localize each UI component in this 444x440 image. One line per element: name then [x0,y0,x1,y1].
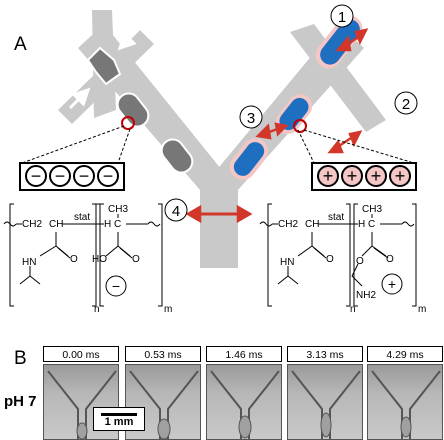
oxygen-atom: O [70,254,78,265]
droplet-right-3 [233,142,265,176]
group-c: C [114,219,121,230]
group-ch2: CH2 [278,219,298,230]
ph-label: pH 7 [4,393,37,410]
droplet-nozzle-left [86,46,122,86]
frame-time-label: 4.29 ms [367,346,443,362]
positive-charge: + [371,166,382,186]
amide-nh: HN [280,257,294,268]
scale-bar-box: 1 mm [93,407,145,431]
step-marker-3: 3 [239,105,263,129]
subscript-m: m [164,304,172,315]
panel-label-a: A [14,34,27,55]
scale-bar-label: 1 mm [104,416,134,428]
scale-bar [101,413,137,416]
panel-label-b: B [14,348,27,369]
amide-nh: HN [22,257,36,268]
stat-label: stat [74,212,90,223]
group-ch: CH [305,219,319,230]
step-marker-2: 2 [394,91,418,115]
group-ch2: CH2 [22,219,42,230]
positive-charge: + [347,166,358,186]
frame-image [367,364,443,440]
negative-charge: − [55,166,66,186]
group-h: H [104,219,111,230]
frame-time-label: 0.53 ms [125,346,201,362]
frame-time-label: 0.00 ms [43,346,119,362]
hydroxyl-group: HO [92,254,107,265]
svg-text:3: 3 [247,110,255,127]
frame-time-label: 3.13 ms [287,346,363,362]
droplets-right [229,15,363,180]
oxygen-atom: O [132,254,140,265]
droplets-left [86,46,194,174]
subscript-n: n [350,304,356,315]
polymer-labels-left: CH2 CH stat CH3 H C HN O HO O n m [22,204,172,315]
oxygen-atom: O [326,254,334,265]
frame-image [287,364,363,440]
droplet-right-2 [279,97,309,131]
negative-charge-left: − [112,278,120,294]
frame-image [206,364,282,440]
negative-charge: − [31,166,42,186]
negative-charge: − [79,166,90,186]
subscript-m: m [418,304,426,315]
subscript-n: n [94,304,100,315]
amine-group: NH2 [356,290,376,301]
methyl-group: CH3 [362,204,382,215]
droplet-left-1 [116,92,150,128]
droplet-right-1 [320,19,360,65]
positive-charges: + + + + [317,165,411,187]
red-arrows [185,28,369,224]
negative-charge: − [103,166,114,186]
positive-charge: + [395,166,406,186]
stat-label: stat [328,212,344,223]
polymer-structure-right: + [259,203,417,307]
frame-time-label: 1.46 ms [206,346,282,362]
oxygen-atom: O [386,254,394,265]
svg-text:1: 1 [338,9,346,26]
group-c: C [368,219,375,230]
droplet-left-2 [160,138,194,174]
positive-charge: + [323,166,334,186]
group-ch: CH [49,219,63,230]
step-marker-4: 4 [164,198,188,222]
polymer-structure-left: − stat [3,203,163,307]
flow-arrows-left [68,26,142,110]
step-marker-1: 1 [330,4,354,28]
positive-charge-right: + [388,276,396,292]
negative-charges: − − − − [25,165,119,187]
methyl-group: CH3 [108,204,128,215]
svg-text:4: 4 [172,203,180,220]
polymer-labels-right: CH2 CH stat CH3 H C HN O O O NH2 n m [278,204,426,315]
svg-text:2: 2 [402,96,410,113]
oxygen-atom: O [356,256,364,267]
group-h: H [358,219,365,230]
